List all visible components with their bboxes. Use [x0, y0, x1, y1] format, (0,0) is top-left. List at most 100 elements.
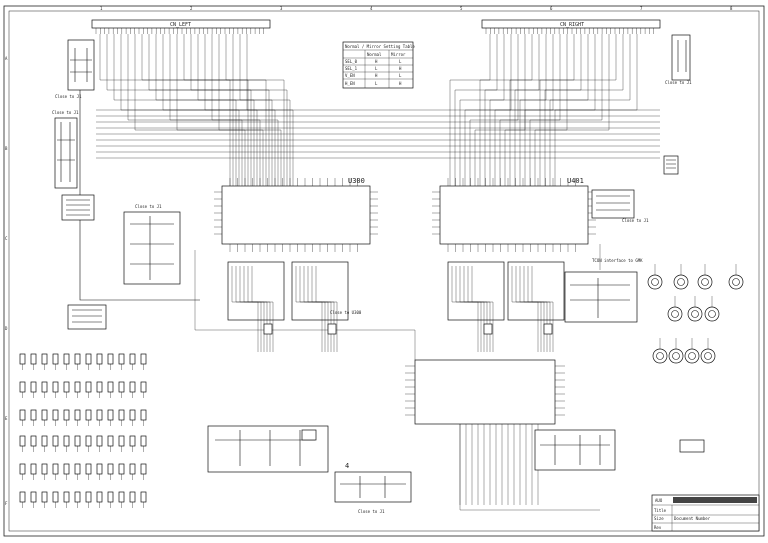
bus-line: [479, 34, 533, 186]
bus-line: [549, 34, 631, 186]
resistor: [85, 409, 92, 421]
table-cell: L: [375, 66, 378, 71]
resistor: [19, 409, 26, 421]
resistor: [74, 435, 81, 447]
table-cell: H: [375, 73, 378, 78]
table-cell: SEL_0: [345, 59, 358, 64]
table-cell: V_EN: [345, 73, 355, 78]
resistor: [129, 381, 136, 393]
bus-line: [459, 34, 505, 186]
pair-ic: [483, 323, 493, 335]
jack-inner: [688, 352, 696, 360]
resistor: [129, 491, 136, 503]
resistor: [19, 463, 26, 475]
right-top-connector: CN_RIGHT: [481, 19, 661, 34]
jack-inner: [691, 310, 699, 318]
left-connector-label: CN_LEFT: [170, 22, 191, 28]
table-header: Normal: [367, 52, 382, 57]
resistor: [63, 463, 70, 475]
jack-circle: [652, 348, 668, 364]
col-number: 7: [640, 6, 643, 11]
resistor: [107, 435, 114, 447]
resistor: [30, 435, 37, 447]
jack-circle: [687, 306, 703, 322]
resistor: [52, 491, 59, 503]
resistor: [30, 381, 37, 393]
resistor: [63, 491, 70, 503]
bus-line: [197, 34, 273, 186]
jack-circle: [668, 348, 684, 364]
bus-line: [211, 34, 279, 186]
resistor-array: [19, 353, 147, 508]
bottom-lower-block: 4 Close to J1: [334, 462, 412, 514]
pair-ic: [543, 323, 553, 335]
bus-line: [489, 34, 547, 186]
resistor: [118, 463, 125, 475]
resistor: [30, 491, 37, 503]
resistor: [96, 353, 103, 365]
resistor: [85, 463, 92, 475]
resistor: [140, 491, 147, 503]
col-number: 4: [370, 6, 373, 11]
table-cell: L: [399, 59, 402, 64]
resistor: [41, 381, 48, 393]
resistor: [85, 435, 92, 447]
resistor: [107, 381, 114, 393]
resistor: [96, 463, 103, 475]
resistor: [63, 435, 70, 447]
row-letter: D: [5, 326, 8, 331]
title-block: AUO Title Size Document Number Rev: [651, 494, 760, 532]
resistor: [30, 353, 37, 365]
frame-column-numbers: 1 2 3 4 5 6 7 8: [100, 6, 733, 11]
jack-inner: [671, 310, 679, 318]
col-number: 6: [550, 6, 553, 11]
resistor: [63, 409, 70, 421]
jack-circle: [700, 348, 716, 364]
table-cell: L: [399, 73, 402, 78]
bottom-power-block: [207, 425, 329, 473]
title-line: Rev: [654, 525, 662, 530]
resistor: [140, 381, 147, 393]
pair-trace: [251, 266, 274, 352]
jack-circle: [697, 274, 713, 290]
col-number: 2: [190, 6, 193, 11]
jack-inner: [677, 278, 685, 286]
resistor: [129, 435, 136, 447]
bus-line: [454, 34, 498, 186]
bus-line: [79, 90, 200, 301]
bus-line: [484, 34, 540, 186]
table-cell: H: [399, 81, 402, 86]
resistor: [74, 409, 81, 421]
resistor: [52, 409, 59, 421]
resistor: [52, 381, 59, 393]
ic-center-bottom: [405, 359, 565, 425]
bus-line: [449, 34, 491, 186]
resistor: [85, 381, 92, 393]
pair-trace: [531, 266, 554, 352]
resistor: [129, 463, 136, 475]
resistor: [140, 353, 147, 365]
pair-block: [291, 261, 349, 321]
jack-circle: [647, 274, 663, 290]
note-close-bottom: Close to J1: [358, 509, 385, 514]
resistor: [63, 381, 70, 393]
resistor: [118, 435, 125, 447]
resistor: [19, 435, 26, 447]
jack-inner: [656, 352, 664, 360]
bus-line: [183, 34, 267, 186]
jack-inner: [651, 278, 659, 286]
col-number: 1: [100, 6, 103, 11]
resistor: [96, 491, 103, 503]
resistor: [129, 409, 136, 421]
tcon-block: TCON interface to GMK: [564, 258, 643, 323]
col-number: 5: [460, 6, 463, 11]
resistor: [118, 491, 125, 503]
resistor: [107, 463, 114, 475]
left-mid-resistor-group: Close to J1: [52, 110, 79, 189]
sheet-inner-border: [8, 10, 760, 532]
ic-u401: U401: [432, 177, 596, 252]
resistor: [85, 491, 92, 503]
table-cell: H: [399, 66, 402, 71]
resistor: [52, 463, 59, 475]
resistor: [107, 491, 114, 503]
